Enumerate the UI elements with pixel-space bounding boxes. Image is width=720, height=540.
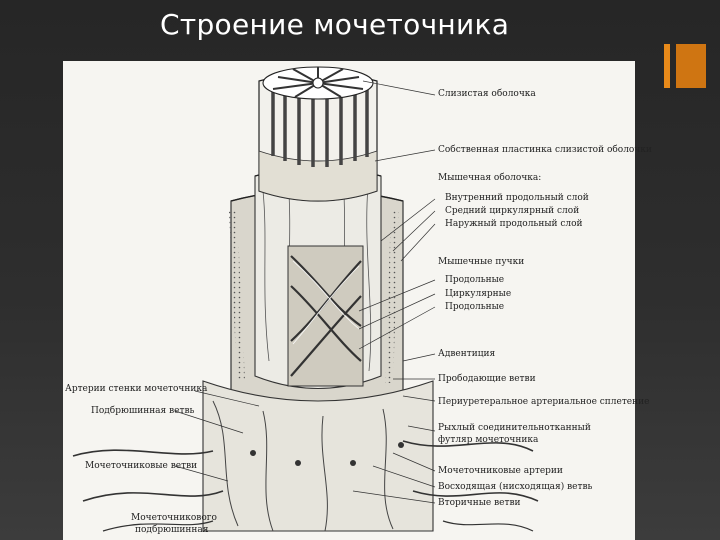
label-bundle-longitudinal-1: Продольные [445, 275, 505, 285]
label-ureteral-branches: Мочеточниковые ветви [85, 461, 198, 471]
label-bundle-circular: Циркулярные [445, 289, 512, 299]
label-lamina-propria: Собственная пластинка слизистой оболочки [438, 145, 652, 155]
label-ureteral-arteries: Мочеточниковые артерии [438, 466, 563, 476]
label-adventitia: Адвентиция [438, 349, 496, 359]
leader-lines [174, 80, 436, 504]
sheath-and-vessels [72, 380, 539, 532]
label-mucosa: Слизистая оболочка [438, 89, 536, 99]
label-subperitoneal-branch: Подбрюшинная ветвь [91, 406, 195, 416]
label-muscle-bundles: Мышечные пучки [438, 257, 525, 267]
label-inner-longitudinal: Внутренний продольный слой [445, 193, 589, 203]
label-perforating-branches: Прободающие ветви [438, 374, 536, 384]
label-subperitoneal: подбрюшинная [135, 525, 209, 535]
slide-title: Строение мочеточника [160, 8, 510, 41]
label-middle-circular: Средний циркулярный слой [445, 206, 580, 216]
ureter-drawing [72, 66, 539, 532]
label-ureteral-1: Мочеточникового [131, 513, 217, 523]
label-muscle-coat: Мышечная оболочка: [438, 173, 542, 183]
label-bundle-longitudinal-2: Продольные [445, 302, 505, 312]
ureter-diagram: Слизистая оболочка Собственная пластинка… [63, 61, 652, 540]
label-loose-sheath-2: футляр мочеточника [438, 435, 539, 445]
label-outer-longitudinal: Наружный продольный слой [445, 219, 583, 229]
label-loose-sheath-1: Рыхлый соединительнотканный [438, 423, 591, 433]
mucosa-column [258, 66, 378, 202]
muscle-bundles [287, 245, 364, 387]
label-periureteral-plexus: Периуретеральное артериальное сплетение [438, 397, 650, 407]
accent-bar-wide [676, 44, 706, 88]
label-ureter-wall-arteries: Артерии стенки мочеточника [65, 384, 208, 394]
label-secondary-branches: Вторичные ветви [438, 498, 521, 508]
label-ascending-branch: Восходящая (нисходящая) ветвь [438, 482, 593, 492]
accent-bar-thin [664, 44, 670, 88]
